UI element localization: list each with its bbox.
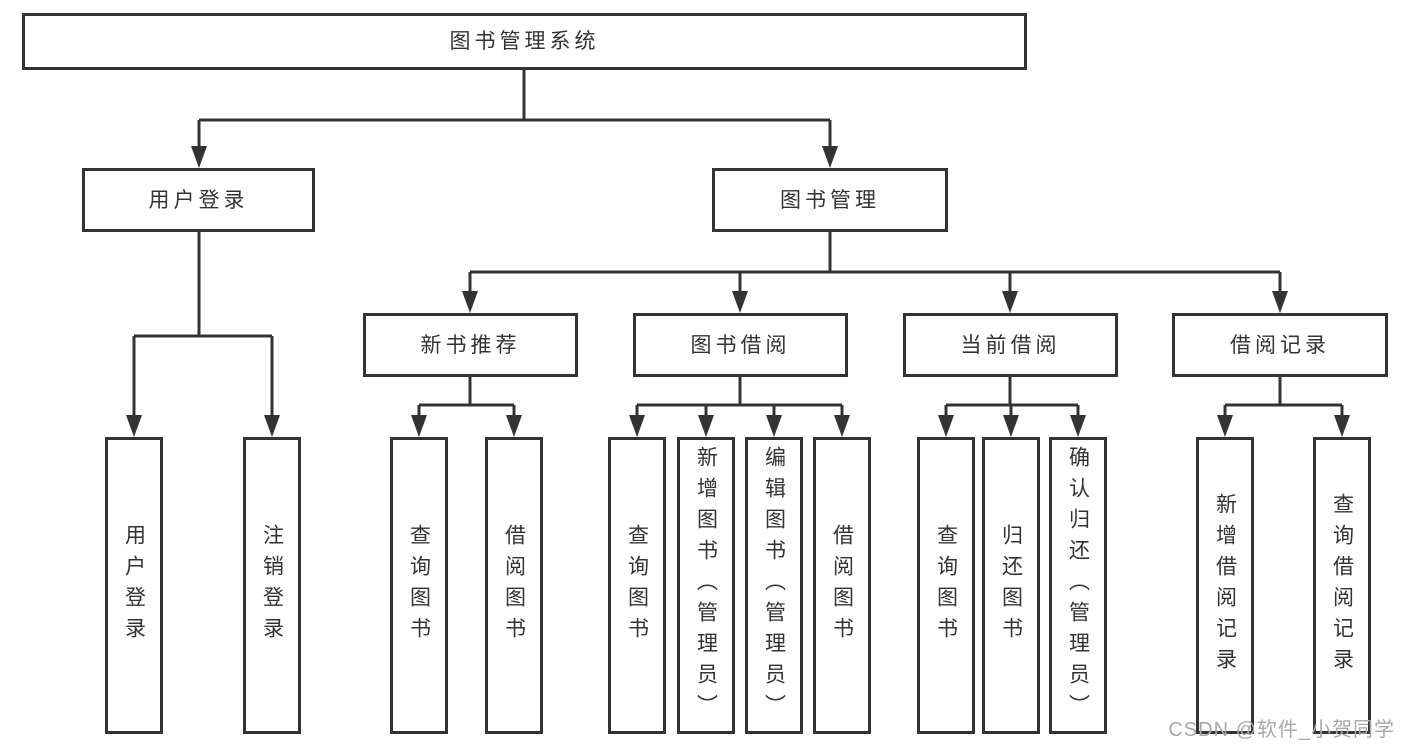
arrowhead-down-icon	[191, 146, 207, 168]
arrowhead-down-icon	[1217, 415, 1233, 437]
arrowhead-down-icon	[732, 291, 748, 313]
leaf-query-books-borrowing: 查询图书	[608, 437, 666, 734]
leaf-logout: 注销登录	[243, 437, 301, 734]
edge-current-borrowing-split	[944, 377, 1080, 418]
node-book-borrowing: 图书借阅	[633, 313, 848, 377]
edge-book-management-split	[468, 232, 1282, 294]
arrowhead-down-icon	[1070, 415, 1086, 437]
arrowhead-down-icon	[264, 415, 280, 437]
arrowhead-down-icon	[1334, 415, 1350, 437]
node-borrowing-records: 借阅记录	[1172, 313, 1388, 377]
arrowhead-down-icon	[629, 415, 645, 437]
arrowhead-down-icon	[938, 415, 954, 437]
leaf-add-borrow-record: 新增借阅记录	[1196, 437, 1254, 734]
leaf-borrow-books-recommend: 借阅图书	[485, 437, 543, 734]
leaf-add-book-admin: 新增图书（管理员）	[677, 437, 735, 734]
leaf-user-login: 用户登录	[105, 437, 163, 734]
arrowhead-down-icon	[822, 146, 838, 168]
edge-book-borrowing-split	[635, 377, 844, 418]
arrowhead-down-icon	[126, 415, 142, 437]
arrowhead-down-icon	[834, 415, 850, 437]
node-library-system: 图书管理系统	[22, 13, 1027, 70]
edge-borrowing-records-split	[1223, 377, 1344, 418]
edge-root-split	[197, 70, 832, 150]
arrowhead-down-icon	[1002, 291, 1018, 313]
arrowhead-down-icon	[698, 415, 714, 437]
edge-user-login-split	[132, 232, 274, 418]
arrowhead-down-icon	[1272, 291, 1288, 313]
leaf-edit-book-admin: 编辑图书（管理员）	[745, 437, 803, 734]
arrowhead-down-icon	[506, 415, 522, 437]
node-new-book-recommendation: 新书推荐	[363, 313, 578, 377]
leaf-query-borrow-record: 查询借阅记录	[1313, 437, 1371, 734]
edge-new-book-split	[417, 377, 516, 418]
node-user-login: 用户登录	[82, 168, 315, 232]
arrowhead-down-icon	[1003, 415, 1019, 437]
node-book-management: 图书管理	[712, 168, 948, 232]
leaf-query-books-recommend: 查询图书	[390, 437, 448, 734]
leaf-query-books-current: 查询图书	[917, 437, 975, 734]
arrowhead-down-icon	[411, 415, 427, 437]
arrowhead-down-icon	[462, 291, 478, 313]
node-current-borrowing: 当前借阅	[903, 313, 1118, 377]
leaf-confirm-return-admin: 确认归还（管理员）	[1049, 437, 1107, 734]
leaf-return-books: 归还图书	[982, 437, 1040, 734]
leaf-borrow-books-borrowing: 借阅图书	[813, 437, 871, 734]
arrowhead-down-icon	[766, 415, 782, 437]
